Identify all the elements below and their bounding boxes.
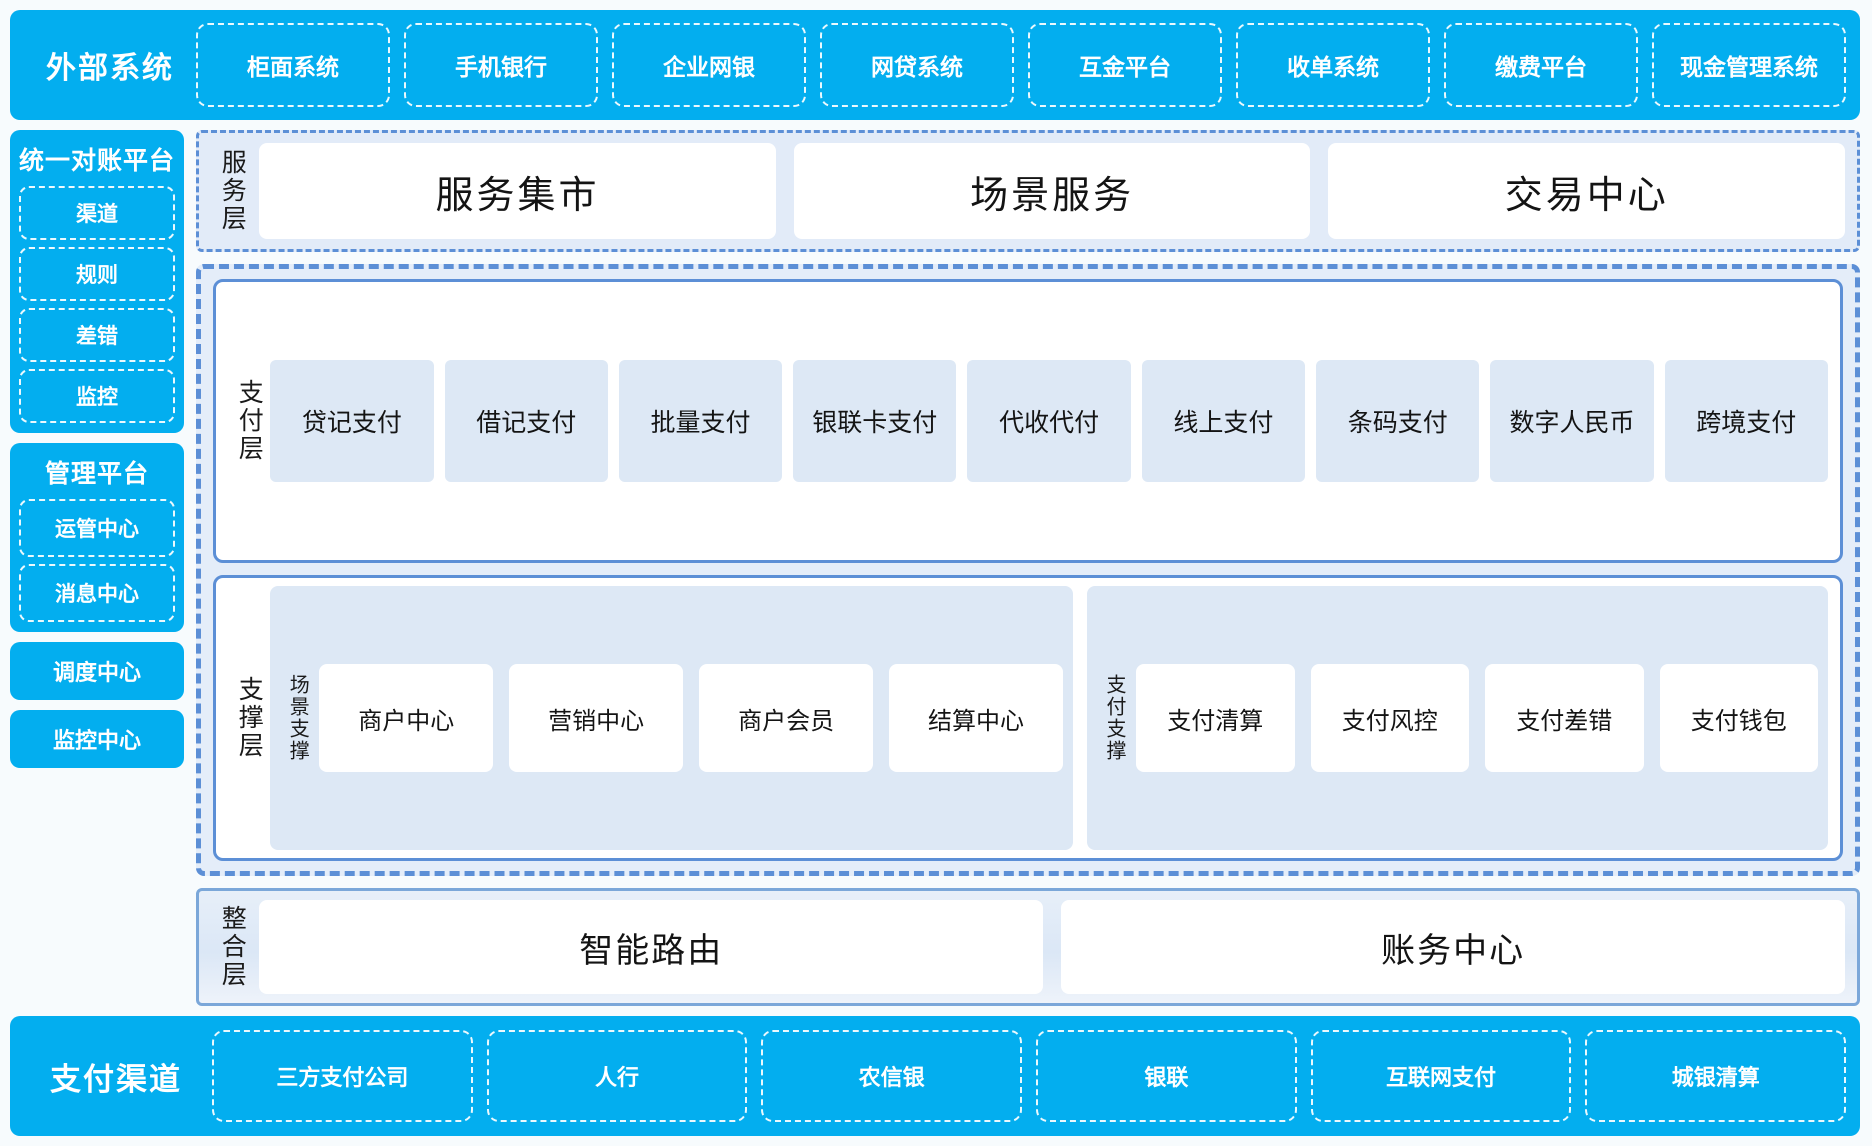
payment-channel-chip[interactable]: 农信银 — [761, 1030, 1023, 1122]
left-sidebar: 统一对账平台 渠道 规则 差错 监控 管理平台 运管中心 消息中心 调度中心 监… — [10, 130, 185, 1006]
support-layer-group-list: 场景支撑 商户中心 营销中心 商户会员 结算中心 支付支撑 支付清算 — [270, 586, 1828, 850]
payment-tile-batch[interactable]: 批量支付 — [618, 360, 783, 482]
payment-tile-online[interactable]: 线上支付 — [1141, 360, 1306, 482]
support-card-settlement-center[interactable]: 结算中心 — [889, 664, 1064, 772]
support-layer-box: 支撑层 场景支撑 商户中心 营销中心 商户会员 结算中心 — [213, 575, 1843, 861]
integration-layer-label: 整合层 — [218, 905, 247, 989]
integration-card-smart-routing[interactable]: 智能路由 — [259, 900, 1044, 994]
reconciliation-platform-panel: 统一对账平台 渠道 规则 差错 监控 — [10, 130, 185, 433]
external-systems-bar: 外部系统 柜面系统 手机银行 企业网银 网贷系统 互金平台 收单系统 缴费平台 … — [10, 10, 1860, 120]
external-system-chip[interactable]: 企业网银 — [612, 23, 806, 107]
payment-tile-unionpay-card[interactable]: 银联卡支付 — [793, 360, 957, 482]
integration-layer-box: 整合层 智能路由 账务中心 — [196, 888, 1860, 1006]
payment-channels-title: 支付渠道 — [50, 1061, 182, 1097]
reconciliation-item-error[interactable]: 差错 — [19, 308, 176, 362]
payment-channels-chip-list: 三方支付公司 人行 农信银 银联 互联网支付 城银清算 — [212, 1030, 1847, 1122]
external-system-chip[interactable]: 网贷系统 — [820, 23, 1014, 107]
service-card-market[interactable]: 服务集市 — [259, 143, 776, 239]
layered-content: 服务层 服务集市 场景服务 交易中心 支付层 贷记支付 借记支付 批量 — [196, 130, 1860, 1006]
payment-tile-debit[interactable]: 借记支付 — [444, 360, 608, 482]
support-card-payment-clearing[interactable]: 支付清算 — [1136, 664, 1295, 772]
external-system-chip[interactable]: 柜面系统 — [196, 23, 390, 107]
support-group-scene: 场景支撑 商户中心 营销中心 商户会员 结算中心 — [270, 586, 1073, 850]
payment-tile-cross-border[interactable]: 跨境支付 — [1664, 360, 1828, 482]
management-platform-title: 管理平台 — [45, 460, 150, 488]
external-system-chip[interactable]: 收单系统 — [1236, 23, 1430, 107]
payment-channel-chip[interactable]: 三方支付公司 — [212, 1030, 473, 1122]
support-card-merchant-member[interactable]: 商户会员 — [699, 664, 874, 772]
management-item-operations-center[interactable]: 运管中心 — [19, 499, 176, 557]
payment-channel-chip[interactable]: 人行 — [486, 1030, 748, 1122]
integration-card-accounting-center[interactable]: 账务中心 — [1061, 900, 1846, 994]
service-card-scene[interactable]: 场景服务 — [793, 143, 1311, 239]
middle-region: 统一对账平台 渠道 规则 差错 监控 管理平台 运管中心 消息中心 调度中心 监… — [10, 130, 1860, 1006]
external-system-chip[interactable]: 现金管理系统 — [1652, 23, 1846, 107]
service-layer-label: 服务层 — [218, 149, 247, 233]
payment-channel-chip[interactable]: 城银清算 — [1585, 1030, 1847, 1122]
external-system-chip[interactable]: 缴费平台 — [1444, 23, 1638, 107]
support-card-payment-wallet[interactable]: 支付钱包 — [1659, 664, 1818, 772]
reconciliation-platform-title: 统一对账平台 — [19, 147, 176, 175]
service-layer-row: 服务层 服务集市 场景服务 交易中心 — [211, 143, 1845, 239]
sidebar-spacer — [10, 778, 184, 1006]
integration-layer-card-list: 智能路由 账务中心 — [259, 900, 1846, 994]
management-platform-panel: 管理平台 运管中心 消息中心 — [10, 443, 185, 632]
payment-channel-chip[interactable]: 银联 — [1036, 1030, 1297, 1122]
core-layers-container: 支付层 贷记支付 借记支付 批量支付 银联卡支付 代收代付 线上支付 条码支付 … — [196, 264, 1860, 876]
external-systems-chip-list: 柜面系统 手机银行 企业网银 网贷系统 互金平台 收单系统 缴费平台 现金管理系… — [196, 23, 1846, 107]
support-group-payment-label: 支付支撑 — [1103, 674, 1125, 762]
service-card-transaction[interactable]: 交易中心 — [1328, 143, 1845, 239]
management-item-message-center[interactable]: 消息中心 — [19, 564, 176, 622]
support-card-payment-error[interactable]: 支付差错 — [1485, 664, 1644, 772]
payment-tile-digital-rmb[interactable]: 数字人民币 — [1490, 360, 1654, 482]
support-group-scene-cards: 商户中心 营销中心 商户会员 结算中心 — [319, 594, 1064, 842]
payment-tile-collection-payment[interactable]: 代收代付 — [967, 360, 1131, 482]
payment-channels-bar: 支付渠道 三方支付公司 人行 农信银 银联 互联网支付 城银清算 — [10, 1016, 1860, 1136]
support-group-scene-label: 场景支撑 — [286, 674, 309, 762]
external-systems-title: 外部系统 — [46, 52, 174, 85]
service-layer-card-list: 服务集市 场景服务 交易中心 — [259, 143, 1845, 239]
support-layer-label: 支撑层 — [235, 676, 264, 760]
support-card-payment-risk[interactable]: 支付风控 — [1310, 664, 1469, 772]
reconciliation-item-channel[interactable]: 渠道 — [19, 186, 176, 240]
external-system-chip[interactable]: 互金平台 — [1028, 23, 1222, 107]
payment-layer-label: 支付层 — [235, 379, 264, 463]
reconciliation-item-rule[interactable]: 规则 — [19, 247, 176, 301]
reconciliation-item-monitor[interactable]: 监控 — [19, 369, 176, 423]
payment-layer-card-list: 贷记支付 借记支付 批量支付 银联卡支付 代收代付 线上支付 条码支付 数字人民… — [270, 290, 1828, 552]
payment-layer-box: 支付层 贷记支付 借记支付 批量支付 银联卡支付 代收代付 线上支付 条码支付 … — [213, 279, 1843, 563]
support-card-merchant-center[interactable]: 商户中心 — [319, 664, 494, 772]
support-group-payment-cards: 支付清算 支付风控 支付差错 支付钱包 — [1136, 594, 1818, 842]
support-card-marketing-center[interactable]: 营销中心 — [509, 664, 684, 772]
scheduling-center-block[interactable]: 调度中心 — [10, 642, 185, 700]
payment-tile-credit[interactable]: 贷记支付 — [270, 360, 434, 482]
payment-channel-chip[interactable]: 互联网支付 — [1310, 1030, 1572, 1122]
external-system-chip[interactable]: 手机银行 — [404, 23, 598, 107]
payment-tile-barcode[interactable]: 条码支付 — [1316, 360, 1480, 482]
monitoring-center-block[interactable]: 监控中心 — [10, 710, 185, 768]
support-group-payment: 支付支撑 支付清算 支付风控 支付差错 支付钱包 — [1087, 586, 1828, 850]
service-layer-container: 服务层 服务集市 场景服务 交易中心 — [196, 130, 1860, 252]
